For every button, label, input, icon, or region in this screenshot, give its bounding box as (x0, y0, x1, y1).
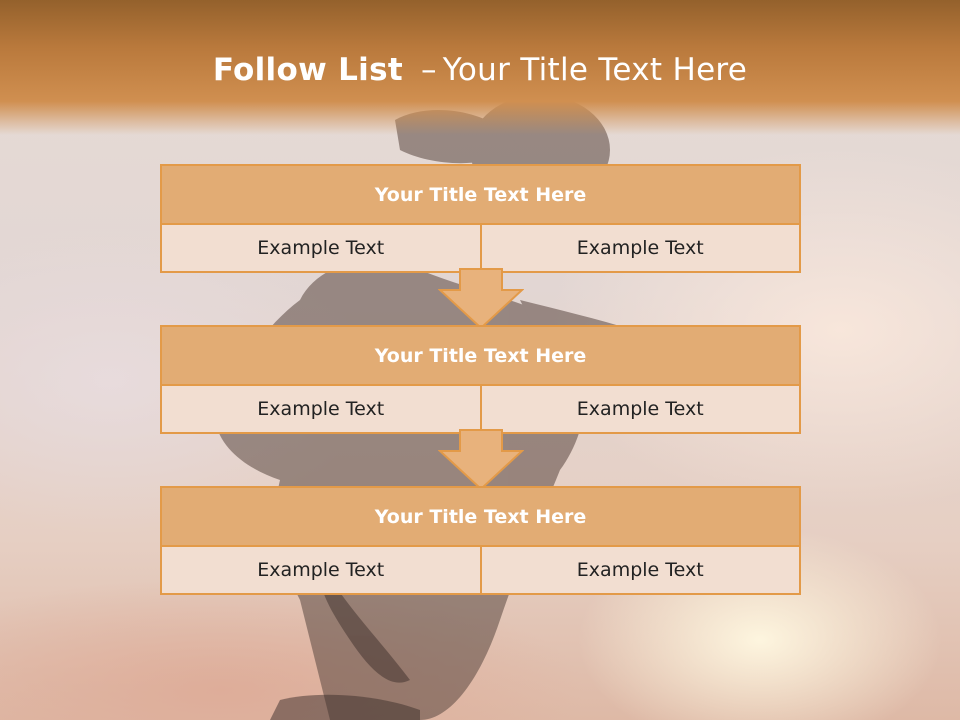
page-title-bold: Follow List (212, 52, 403, 88)
down-arrow-icon (438, 268, 524, 330)
page-title-separator: – (420, 52, 437, 88)
list-block: Your Title Text Here Example Text Exampl… (160, 486, 801, 595)
block-row: Example Text Example Text (162, 386, 799, 432)
block-row: Example Text Example Text (162, 225, 799, 271)
page-title-rest: Your Title Text Here (442, 52, 748, 88)
page-title: Follow List–Your Title Text Here (0, 52, 960, 88)
list-block: Your Title Text Here Example Text Exampl… (160, 325, 801, 434)
header-band (0, 0, 960, 135)
list-block: Your Title Text Here Example Text Exampl… (160, 164, 801, 273)
block-row: Example Text Example Text (162, 547, 799, 593)
down-arrow-icon (438, 429, 524, 491)
block-title: Your Title Text Here (162, 327, 799, 386)
block-left-text: Example Text (257, 559, 385, 581)
block-left-text: Example Text (257, 237, 385, 259)
block-left-text: Example Text (257, 398, 385, 420)
block-title: Your Title Text Here (162, 166, 799, 225)
block-right-text: Example Text (479, 225, 800, 271)
block-right-text: Example Text (479, 386, 800, 432)
block-right-text: Example Text (479, 547, 800, 593)
block-title: Your Title Text Here (162, 488, 799, 547)
